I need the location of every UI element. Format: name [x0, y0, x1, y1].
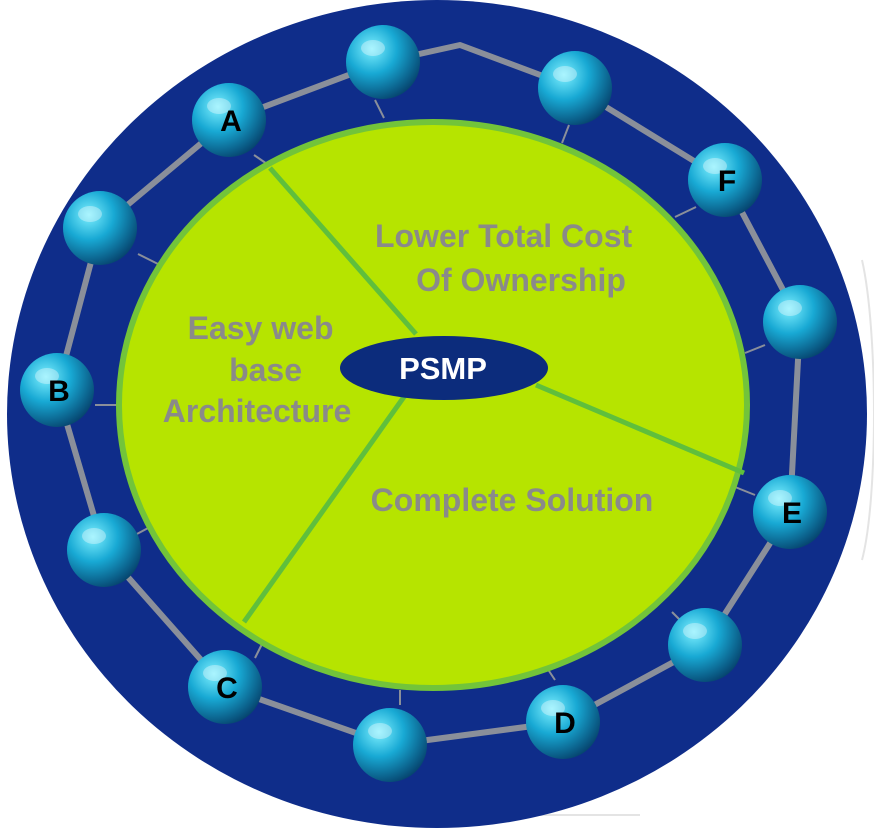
- center-ellipse: [340, 336, 548, 400]
- node-d: D: [526, 685, 600, 759]
- center-hub: PSMP: [340, 336, 548, 400]
- node-c: C: [188, 650, 262, 724]
- sphere-icon: [526, 685, 600, 759]
- sphere-highlight: [368, 723, 392, 739]
- node-label-f: F: [718, 165, 736, 198]
- node-label-b: B: [48, 375, 70, 408]
- sphere-highlight: [553, 66, 577, 82]
- node-b: B: [20, 353, 94, 427]
- sphere-highlight: [361, 40, 385, 56]
- sphere-icon: [353, 708, 427, 782]
- sphere-icon: [192, 83, 266, 157]
- sphere-icon: [688, 143, 762, 217]
- node-n5: [763, 285, 837, 359]
- node-n9: [353, 708, 427, 782]
- sphere-icon: [753, 475, 827, 549]
- sphere-highlight: [78, 206, 102, 222]
- node-label-e: E: [782, 497, 802, 530]
- sphere-highlight: [541, 700, 565, 716]
- sphere-highlight: [203, 665, 227, 681]
- segment-label-solution: Complete Solution: [371, 482, 654, 518]
- node-a: A: [192, 83, 266, 157]
- sphere-icon: [20, 353, 94, 427]
- node-n13: [63, 191, 137, 265]
- nodes-layer: A F E D C B: [20, 25, 837, 782]
- sphere-highlight: [778, 300, 802, 316]
- inner-circle: [116, 119, 750, 691]
- node-label-d: D: [554, 707, 576, 740]
- center-label: PSMP: [399, 351, 487, 386]
- sphere-icon: [346, 25, 420, 99]
- sphere-highlight: [82, 528, 106, 544]
- node-e: E: [753, 475, 827, 549]
- segment-label-architecture: Easy web base Architecture: [163, 310, 352, 429]
- sphere-icon: [668, 608, 742, 682]
- node-n3: [538, 51, 612, 125]
- node-label-c: C: [216, 672, 238, 705]
- node-label-a: A: [220, 105, 242, 138]
- sphere-highlight: [35, 368, 59, 384]
- sphere-highlight: [207, 98, 231, 114]
- node-n11: [67, 513, 141, 587]
- segment-dividers: [241, 166, 745, 624]
- segment-label-cost: Lower Total Cost Of Ownership: [375, 218, 641, 298]
- node-n2: [346, 25, 420, 99]
- sphere-icon: [67, 513, 141, 587]
- sphere-highlight: [703, 158, 727, 174]
- sphere-icon: [63, 191, 137, 265]
- sphere-icon: [763, 285, 837, 359]
- sphere-icon: [188, 650, 262, 724]
- sphere-highlight: [768, 490, 792, 506]
- sphere-icon: [538, 51, 612, 125]
- sphere-highlight: [683, 623, 707, 639]
- node-f: F: [688, 143, 762, 217]
- node-n7: [668, 608, 742, 682]
